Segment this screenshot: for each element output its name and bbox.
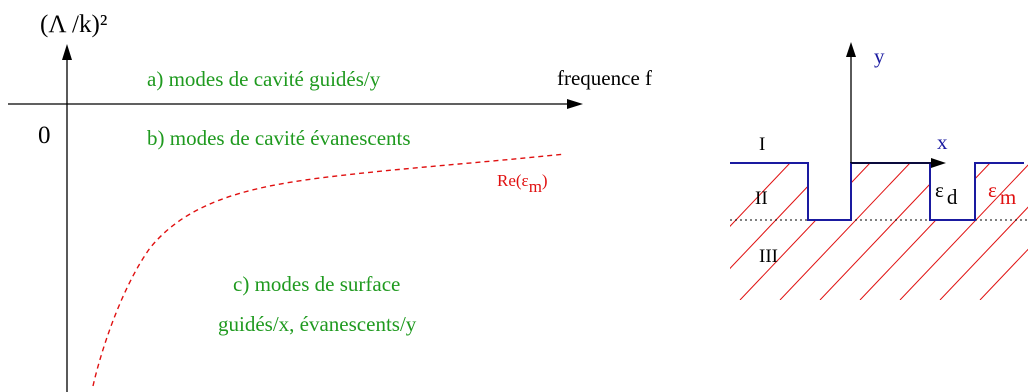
diagram-x-arrowhead bbox=[931, 158, 946, 168]
zero-label: 0 bbox=[38, 122, 51, 149]
mode-a-label: a) modes de cavité guidés/y bbox=[147, 67, 381, 91]
re-eps-m-prefix: Re(ε bbox=[497, 171, 529, 190]
diagram-x-label: x bbox=[937, 130, 948, 154]
x-axis-arrowhead bbox=[567, 99, 583, 109]
eps-m-subscript: m bbox=[1000, 185, 1016, 209]
region-2-label: II bbox=[755, 188, 768, 209]
eps-m-main: ε bbox=[988, 178, 997, 202]
region-1-label: I bbox=[759, 134, 765, 155]
y-axis-arrowhead bbox=[62, 44, 72, 60]
re-eps-m-label: Re(εm) bbox=[497, 171, 548, 196]
mode-c-label-line2: guidés/x, évanescents/y bbox=[218, 312, 417, 336]
eps-d-main: ε bbox=[935, 178, 944, 202]
eps-d-subscript: d bbox=[947, 185, 958, 209]
grating-profile bbox=[730, 162, 1024, 221]
re-eps-m-curve bbox=[92, 153, 566, 387]
re-eps-m-subscript: m bbox=[529, 177, 542, 196]
mode-b-label: b) modes de cavité évanescents bbox=[147, 126, 411, 150]
diagram-y-label: y bbox=[874, 44, 885, 68]
mode-c-label-line1: c) modes de surface bbox=[233, 272, 400, 296]
dispersion-plot: (Λ /k)² frequence f 0 a) modes de cavité… bbox=[8, 11, 652, 392]
re-eps-m-suffix: ) bbox=[542, 171, 548, 190]
metal-hatching bbox=[730, 163, 1028, 300]
x-axis-label: frequence f bbox=[557, 66, 652, 90]
region-3-label: III bbox=[759, 246, 778, 267]
y-axis-label: (Λ /k)² bbox=[40, 11, 107, 38]
diagram-y-arrowhead bbox=[846, 42, 856, 57]
